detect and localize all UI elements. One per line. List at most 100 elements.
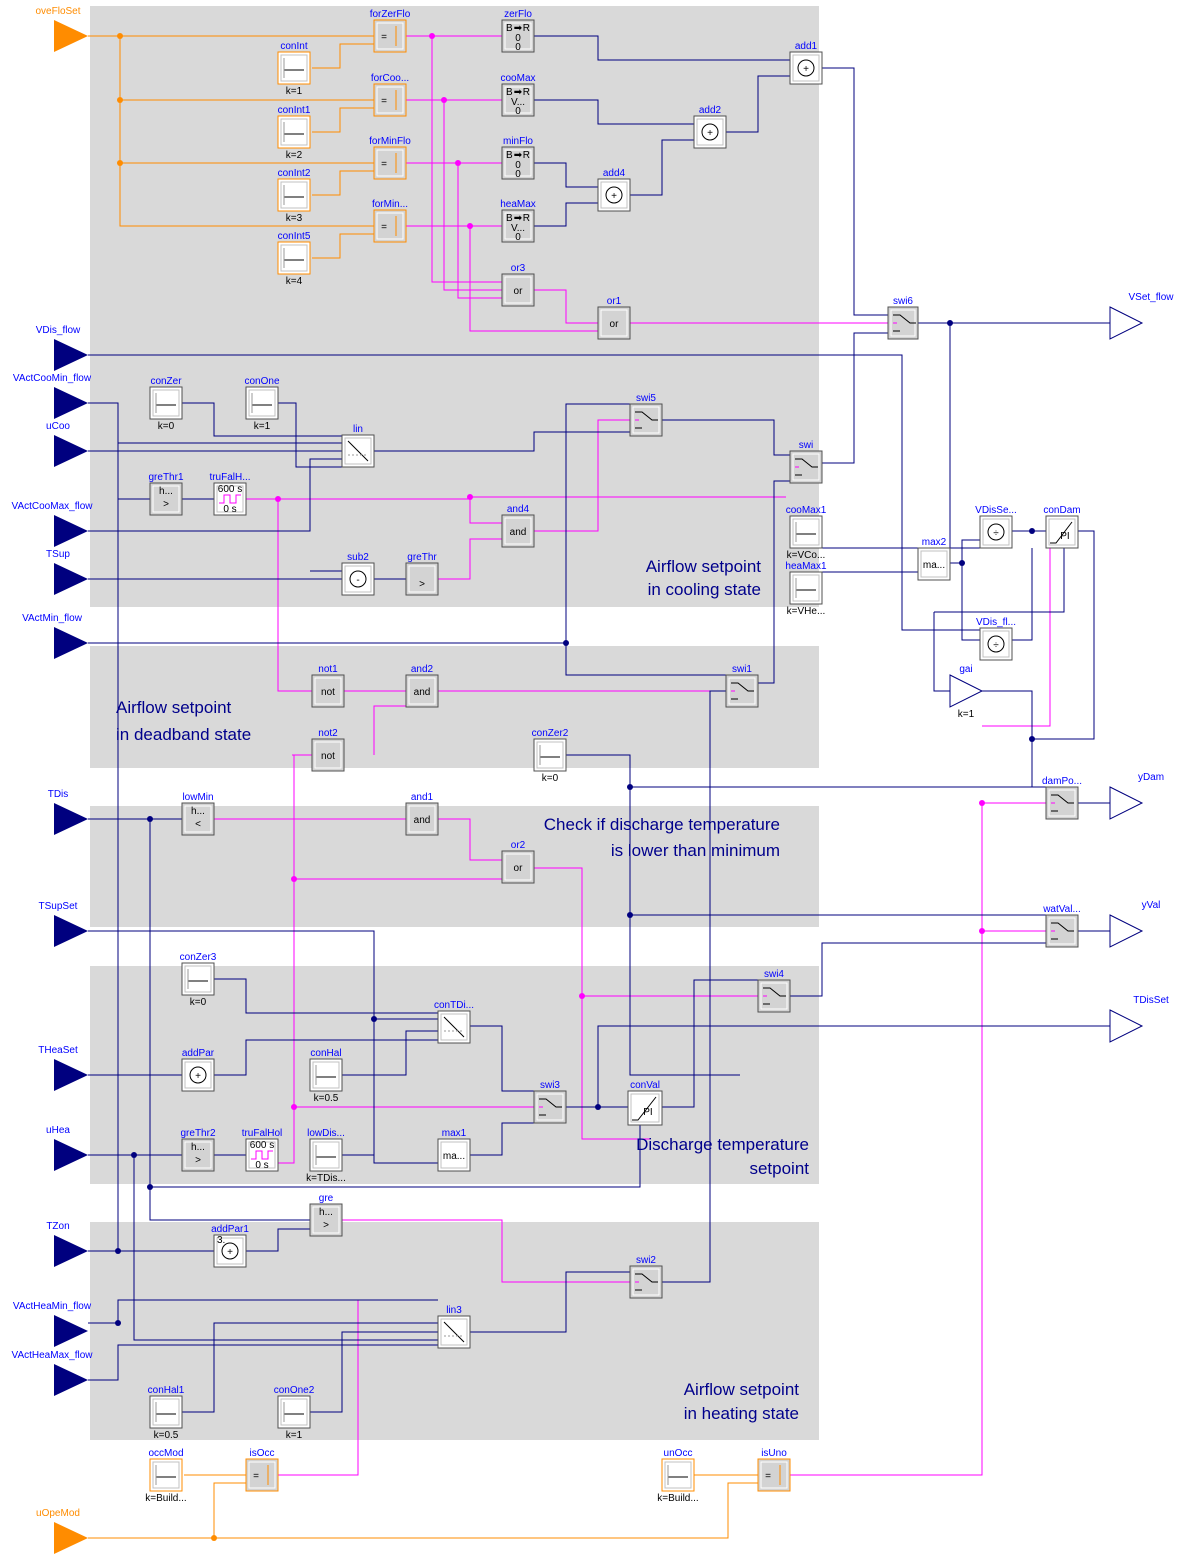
input-vactcoomin_flow[interactable]: VActCooMin_flow [13, 373, 92, 419]
block-add4[interactable]: add4+ [597, 168, 631, 212]
block-name: not2 [318, 728, 338, 739]
input-tsup[interactable]: TSup [46, 549, 88, 595]
block-swi5[interactable]: swi5 [629, 393, 663, 437]
block-isuno[interactable]: isUno= [757, 1448, 791, 1492]
block-swi4[interactable]: swi4 [757, 969, 791, 1013]
block-max1[interactable]: max1ma... [437, 1128, 471, 1172]
input-uopemod[interactable]: uOpeMod [36, 1508, 88, 1554]
region-note-r2: Airflow setpoint [646, 557, 762, 576]
block-name: swi3 [540, 1080, 560, 1091]
input-vactcoomax_flow[interactable]: VActCooMax_flow [12, 501, 94, 547]
input-tsupset[interactable]: TSupSet [39, 901, 88, 947]
input-vactheamax_flow[interactable]: VActHeaMax_flow [12, 1350, 94, 1396]
junction-23 [147, 1184, 153, 1190]
input-theaset[interactable]: THeaSet [38, 1045, 88, 1091]
block-symbol: < [195, 819, 201, 830]
block-swi1[interactable]: swi1 [725, 664, 759, 708]
block-contdi[interactable]: conTDi... [434, 1000, 474, 1044]
block-trufalh[interactable]: truFalH...600 s0 s [209, 472, 251, 516]
block-forcoo[interactable]: forCoo...= [371, 73, 409, 117]
block-forminflo[interactable]: forMinFlo= [369, 136, 411, 180]
input-vactheamin_flow[interactable]: VActHeaMin_flow [13, 1301, 92, 1347]
input-ucoo[interactable]: uCoo [46, 421, 88, 467]
block-top: 600 s [250, 1140, 274, 1151]
wire-26 [277, 499, 312, 692]
block-occmod[interactable]: occModk=Build... [145, 1448, 186, 1504]
input-uhea[interactable]: uHea [46, 1125, 88, 1171]
input-vactmin_flow[interactable]: VActMin_flow [22, 613, 88, 659]
block-grethr[interactable]: greThr> [405, 552, 439, 596]
block-swi3[interactable]: swi3 [533, 1080, 567, 1124]
block-swi2[interactable]: swi2 [629, 1255, 663, 1299]
block-dampo[interactable]: damPo... [1042, 776, 1082, 820]
block-add1[interactable]: add1+ [789, 41, 823, 85]
junction-21 [627, 912, 633, 918]
input-vdis_flow[interactable]: VDis_flow [36, 325, 88, 371]
wire-96 [133, 1155, 438, 1341]
input-ovefloset[interactable]: oveFloSet [35, 6, 88, 52]
output-ydam[interactable]: yDam [1109, 772, 1164, 820]
block-param: k=0.5 [154, 1430, 179, 1441]
block-param: k=Build... [657, 1493, 698, 1504]
block-forzerflo[interactable]: forZerFlo= [370, 9, 411, 53]
block-lowdis[interactable]: lowDis...k=TDis... [306, 1128, 346, 1184]
block-addpar[interactable]: addPar+ [181, 1048, 215, 1092]
block-sub2[interactable]: sub2- [341, 552, 375, 596]
block-swi6[interactable]: swi6 [887, 296, 919, 340]
block-inner [1048, 789, 1076, 817]
block-isocc[interactable]: isOcc= [245, 1448, 279, 1492]
block-lin3[interactable]: lin3 [437, 1305, 471, 1349]
block-unocc[interactable]: unOcck=Build... [657, 1448, 698, 1504]
block-inner [152, 485, 180, 513]
block-add2[interactable]: add2+ [693, 105, 727, 149]
output-yval[interactable]: yVal [1109, 900, 1160, 948]
block-formin[interactable]: forMin...= [372, 199, 408, 243]
input-tdis[interactable]: TDis [48, 789, 88, 835]
block-coomax1[interactable]: cooMax1k=VCo... [786, 505, 827, 561]
output-tdisset[interactable]: TDisSet [1109, 995, 1169, 1043]
block-lin[interactable]: lin [341, 424, 375, 468]
output-vset_flow[interactable]: VSet_flow [1109, 292, 1174, 340]
block-heamax1[interactable]: heaMax1k=VHe... [785, 561, 827, 617]
block-vdisse[interactable]: VDisSe...÷ [975, 505, 1017, 549]
block-param: k=2 [286, 150, 303, 161]
block-max2[interactable]: max2ma... [917, 537, 951, 581]
input-tzon[interactable]: TZon [46, 1221, 88, 1267]
block-swi[interactable]: swi [789, 440, 823, 484]
block-addpar1[interactable]: addPar1+3. [211, 1224, 249, 1268]
block-watval[interactable]: watVal... [1042, 904, 1081, 948]
input-label: TZon [46, 1221, 69, 1232]
block-vdis_fl[interactable]: VDis_fl...÷ [976, 617, 1016, 661]
